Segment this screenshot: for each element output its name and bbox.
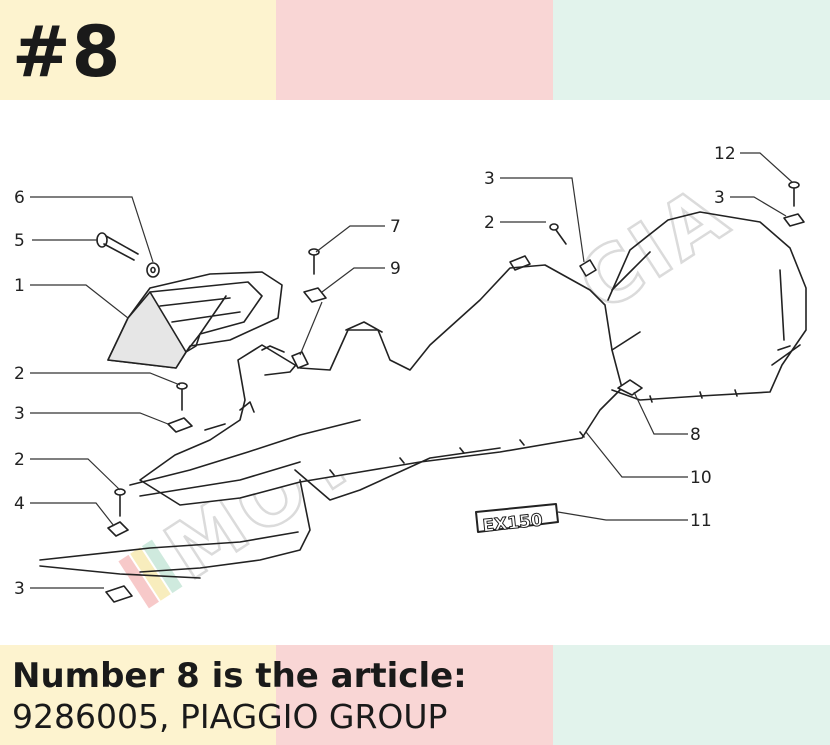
part-2-screw-c [549,223,567,245]
part-1-glove-box [107,271,283,369]
part-8-bracket [617,379,643,396]
part-3-clip-c [579,259,597,277]
part-5-screw [96,232,139,261]
part-7-screw [308,248,320,275]
part-3-clip-d [783,213,805,227]
article-number: 9286005, PIAGGIO GROUP [12,697,448,736]
callout-7: 7 [390,217,401,237]
callout-5: 5 [14,231,25,251]
callout-9: 9 [390,259,401,279]
exploded-parts-diagram: MOTOMURCIA [14,144,807,609]
callout-1: 1 [14,276,25,296]
callout-2-left-lower: 2 [14,450,25,470]
callout-labels: 6 5 1 2 3 2 4 3 7 9 3 2 12 3 8 10 11 [14,144,736,599]
part-12-screw [788,181,800,207]
part-11-badge: EX150 [475,503,559,537]
callout-6: 6 [14,188,25,208]
callout-2-center: 2 [484,213,495,233]
part-6-washer [146,262,160,278]
part-3-clip-b [105,585,133,603]
part-9-nut [291,351,309,369]
callout-3-left-upper: 3 [14,404,25,424]
callout-4: 4 [14,494,25,514]
part-9-clip [303,287,327,303]
article-caption: Number 8 is the article: [12,656,467,696]
callout-12: 12 [714,144,736,164]
part-4-nut [107,521,129,537]
footer-band-yellow [0,645,276,745]
footer-band-pink [276,645,553,745]
part-3-clip-a [167,417,193,433]
callout-3-center: 3 [484,169,495,189]
part-2-screw-b [114,488,126,517]
callout-11: 11 [690,511,712,531]
footer-band-mint [553,645,830,745]
callout-10: 10 [690,468,712,488]
callout-2-left-upper: 2 [14,364,25,384]
callout-3-left-lower: 3 [14,579,25,599]
header-band-yellow [0,0,276,100]
callout-8: 8 [690,425,701,445]
header-band-mint [553,0,830,100]
header-band-pink [276,0,553,100]
callout-3-right: 3 [714,188,725,208]
part-number-title: #8 [12,11,122,93]
leader-lines [30,152,793,589]
part-2-screw-a [176,382,188,411]
part-10-body-panel [39,211,807,579]
